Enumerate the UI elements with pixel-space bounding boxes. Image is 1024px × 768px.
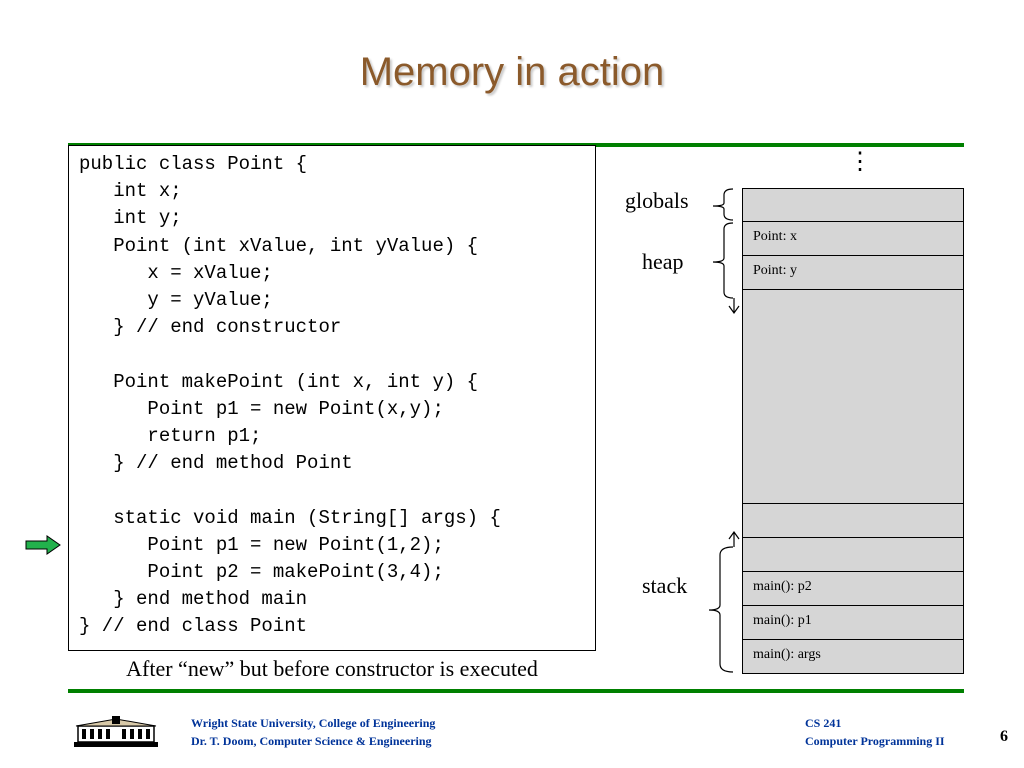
cell-label: main(): p1 bbox=[753, 613, 812, 628]
code-caption: After “new” but before constructor is ex… bbox=[126, 656, 538, 681]
memory-free-space bbox=[742, 290, 964, 504]
stack-label: stack bbox=[642, 573, 688, 598]
stack-bracket bbox=[708, 546, 734, 673]
code-line: x = xValue; bbox=[79, 261, 273, 284]
code-line: } // end class Point bbox=[79, 615, 308, 638]
memory-cell-stack bbox=[742, 504, 964, 538]
memory-cell-stack: main(): args bbox=[742, 640, 964, 674]
slide-title: Memory in action bbox=[359, 50, 665, 94]
code-listing: public class Point { int x; int y; Point… bbox=[79, 151, 501, 641]
cell-label: main(): p2 bbox=[753, 579, 812, 594]
code-line: int y; bbox=[79, 207, 182, 230]
code-line: } end method main bbox=[79, 588, 308, 611]
cell-label: Point: y bbox=[753, 263, 797, 278]
footer-course-code: CS 241 bbox=[805, 716, 842, 730]
code-line: Point p2 = makePoint(3,4); bbox=[79, 561, 444, 584]
globals-bracket bbox=[712, 188, 734, 221]
university-building-logo bbox=[74, 716, 158, 747]
cell-label: Point: x bbox=[753, 229, 797, 244]
code-line: public class Point { bbox=[79, 153, 308, 175]
footer-course-name: Computer Programming II bbox=[805, 734, 945, 748]
region-brackets bbox=[708, 188, 740, 673]
code-line: Point (int xValue, int yValue) { bbox=[79, 234, 479, 257]
bottom-divider bbox=[68, 689, 964, 693]
heap-bracket bbox=[712, 222, 734, 299]
footer-university: Wright State University, College of Engi… bbox=[191, 716, 436, 730]
heap-growth-arrow bbox=[728, 298, 740, 315]
code-line: Point makePoint (int x, int y) { bbox=[79, 370, 479, 393]
memory-cell-globals bbox=[742, 188, 964, 222]
code-line: Point p1 = new Point(1,2); bbox=[79, 533, 444, 556]
code-line: } // end method Point bbox=[79, 452, 353, 475]
page-number: 6 bbox=[1000, 728, 1008, 745]
cell-label: main(): args bbox=[753, 647, 821, 662]
code-line: int x; bbox=[79, 180, 182, 203]
memory-cell-heap: Point: y bbox=[742, 256, 964, 290]
footer-department: Dr. T. Doom, Computer Science & Engineer… bbox=[191, 734, 432, 748]
code-line: y = yValue; bbox=[79, 289, 273, 312]
right-arrow-icon bbox=[25, 535, 61, 555]
memory-cell-stack bbox=[742, 538, 964, 572]
code-line: return p1; bbox=[79, 425, 262, 448]
heap-label: heap bbox=[642, 249, 684, 274]
globals-label: globals bbox=[625, 188, 689, 213]
stack-growth-arrow bbox=[728, 530, 740, 547]
code-line: } // end constructor bbox=[79, 316, 342, 339]
memory-diagram: Point: x Point: y main(): p2 main(): p1 … bbox=[742, 188, 964, 674]
memory-cell-heap: Point: x bbox=[742, 222, 964, 256]
code-line: static void main (String[] args) { bbox=[79, 506, 501, 529]
code-panel: public class Point { int x; int y; Point… bbox=[68, 145, 596, 651]
code-line: Point p1 = new Point(x,y); bbox=[79, 397, 444, 420]
memory-cell-stack: main(): p2 bbox=[742, 572, 964, 606]
ellipsis-icon: ⋮ bbox=[848, 149, 872, 175]
memory-cell-stack: main(): p1 bbox=[742, 606, 964, 640]
